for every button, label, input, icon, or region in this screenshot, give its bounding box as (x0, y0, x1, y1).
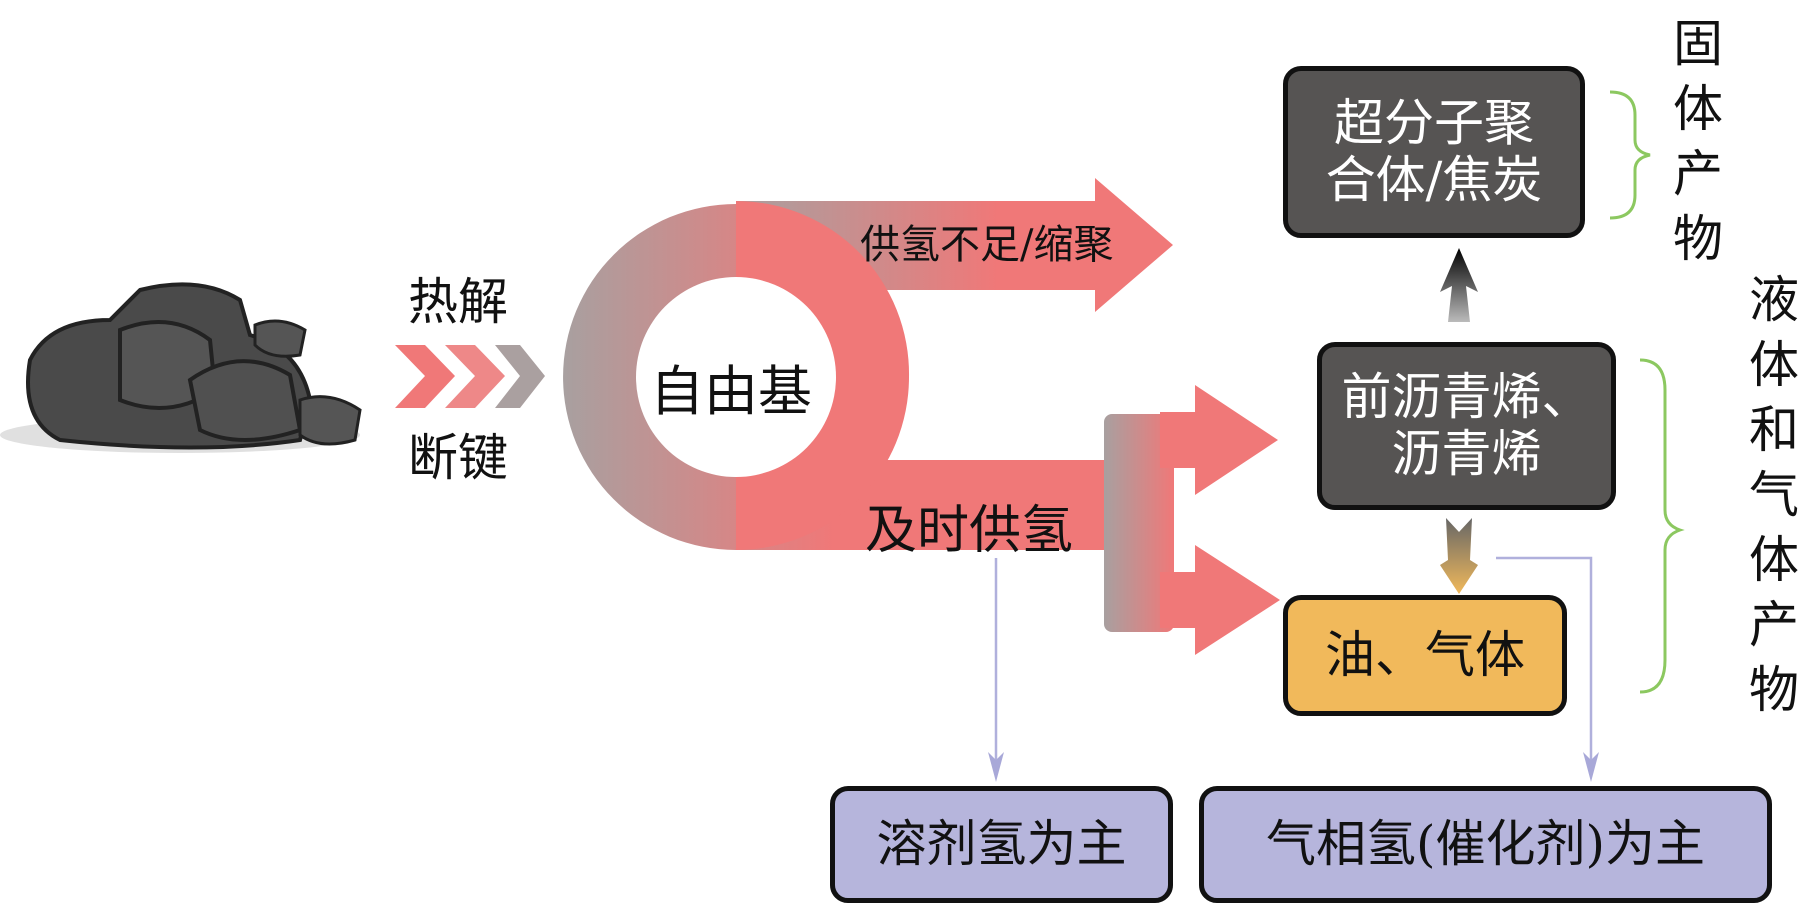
insufficient-hydrogen-label: 供氢不足/缩聚 (860, 222, 1114, 268)
solid-products-label: 固体产物 (1673, 15, 1723, 268)
solid-brace (1609, 90, 1651, 220)
solid-line2: 合体/焦炭 (1325, 151, 1543, 209)
pyrolysis-label: 热解 (408, 273, 508, 331)
down-arrow-icon (1440, 518, 1478, 594)
oil-gas-box: 油、气体 (1283, 595, 1567, 716)
solid-product-box: 超分子聚 合体/焦炭 (1283, 66, 1585, 238)
radical-label: 自由基 (650, 360, 812, 423)
asphaltene-line2: 沥青烯 (1391, 425, 1542, 483)
gas-hydrogen-box: 气相氢(催化剂)为主 (1199, 786, 1772, 903)
solvent-hydrogen-box: 溶剂氢为主 (830, 786, 1173, 903)
bond-break-label: 断键 (408, 429, 508, 487)
liquid-gas-brace (1639, 358, 1685, 694)
chevron-arrows-icon (395, 345, 545, 408)
coal-icon (0, 282, 362, 453)
asphaltene-box: 前沥青烯、 沥青烯 (1317, 342, 1616, 510)
liquid-gas-products-label: 液体和气体产物 (1749, 271, 1799, 719)
up-arrow-icon (1440, 248, 1478, 322)
solid-line1: 超分子聚 (1334, 93, 1534, 152)
hydrogen-source-lines (994, 556, 1593, 775)
radical-ring-arrows (563, 178, 1280, 655)
asphaltene-line1: 前沥青烯、 (1341, 367, 1592, 426)
timely-hydrogen-label: 及时供氢 (865, 501, 1074, 561)
